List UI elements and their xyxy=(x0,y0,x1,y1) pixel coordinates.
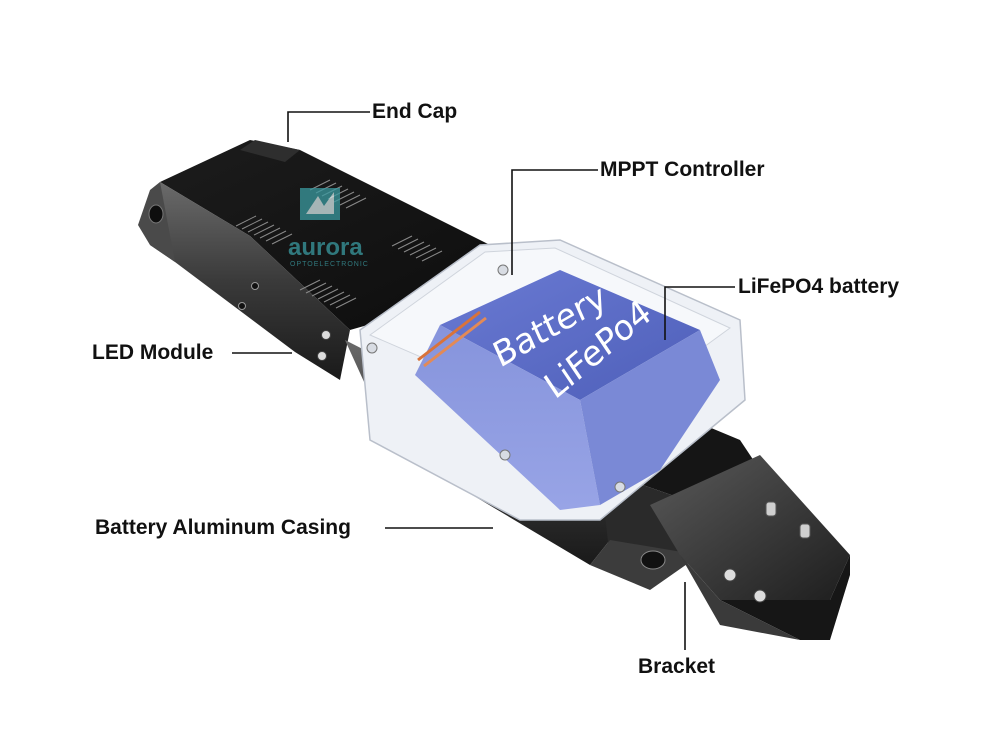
callout-end-cap xyxy=(287,111,370,142)
label-lifepo4-battery: LiFePO4 battery xyxy=(738,275,900,298)
label-end-cap: End Cap xyxy=(372,100,458,123)
heat-sink-vents xyxy=(235,179,443,309)
aurora-watermark: aurora OPTOELECTRONIC xyxy=(288,188,369,268)
callout-mppt xyxy=(511,169,598,275)
cover-screws xyxy=(366,264,626,493)
label-bracket: Bracket xyxy=(638,655,716,678)
watermark-sub: OPTOELECTRONIC xyxy=(290,261,369,268)
label-mppt-controller: MPPT Controller xyxy=(600,158,765,181)
callout-battery xyxy=(664,286,735,340)
label-battery-casing: Battery Aluminum Casing xyxy=(95,516,351,539)
lifepo4-battery-pack: Battery LiFePo4 xyxy=(415,270,720,510)
label-led-module: LED Module xyxy=(92,341,214,364)
callout-lines xyxy=(232,111,735,650)
watermark-brand: aurora xyxy=(288,234,363,261)
mounting-bracket xyxy=(650,455,850,640)
